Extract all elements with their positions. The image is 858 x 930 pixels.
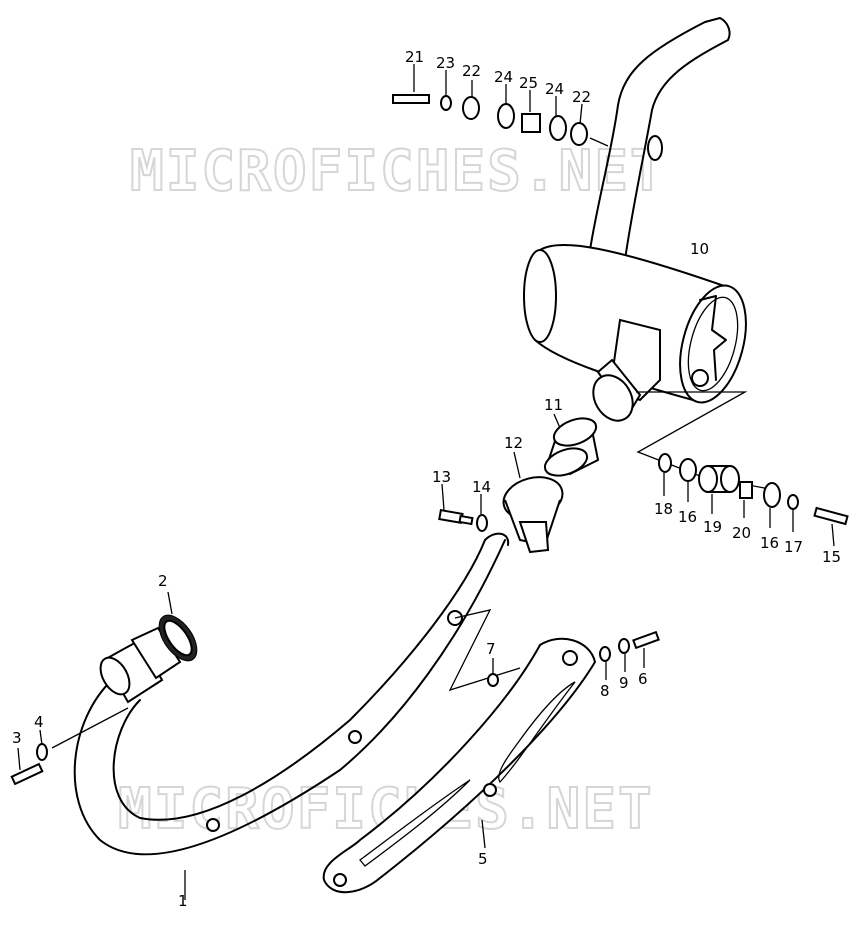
callout-19: 19	[703, 518, 722, 536]
bolt-3	[10, 762, 44, 786]
callout-3: 3	[12, 729, 22, 747]
callout-4: 4	[34, 713, 44, 731]
callout-7: 7	[486, 640, 496, 658]
callout-20: 20	[732, 524, 751, 542]
washer-9	[618, 638, 630, 654]
callout-16a: 16	[678, 508, 697, 526]
exhaust-flange	[99, 614, 198, 704]
washer-8	[599, 646, 611, 662]
callout-12: 12	[504, 434, 523, 452]
muffler-mount-hardware	[658, 453, 849, 526]
exhaust-pipe	[73, 532, 521, 856]
heat-shield	[322, 637, 597, 894]
callout-8: 8	[600, 682, 610, 700]
callout-25: 25	[519, 74, 538, 92]
callout-6: 6	[638, 670, 648, 688]
tail-pipe	[589, 17, 731, 261]
washer-4	[36, 743, 48, 761]
callout-18: 18	[654, 500, 673, 518]
callout-17: 17	[784, 538, 803, 556]
watermark-top: MICROFICHES.NET	[130, 139, 666, 204]
callout-24a: 24	[494, 68, 513, 86]
collar-7	[487, 673, 499, 687]
callout-16b: 16	[760, 534, 779, 552]
callout-13: 13	[432, 468, 451, 486]
upper-mount-hardware	[392, 94, 609, 147]
callout-5: 5	[478, 850, 488, 868]
callout-9: 9	[619, 674, 629, 692]
clamp-12	[502, 476, 564, 554]
callout-22a: 22	[462, 62, 481, 80]
muffler	[523, 243, 776, 491]
bolt-13	[438, 508, 474, 526]
callout-24b: 24	[545, 80, 564, 98]
callout-11: 11	[544, 396, 563, 414]
callout-2: 2	[158, 572, 168, 590]
washer-14	[476, 514, 488, 532]
callout-14: 14	[472, 478, 491, 496]
callout-23: 23	[436, 54, 455, 72]
callout-10: 10	[690, 240, 709, 258]
callout-1: 1	[178, 892, 188, 910]
callouts: 1 2 3 4 5 6 7 8 9 10 11 12 13 14 15 16 1…	[12, 48, 841, 910]
bolt-6	[632, 630, 660, 650]
callout-22b: 22	[572, 88, 591, 106]
callout-15: 15	[822, 548, 841, 566]
callout-21: 21	[405, 48, 424, 66]
sleeve-11	[543, 417, 600, 477]
